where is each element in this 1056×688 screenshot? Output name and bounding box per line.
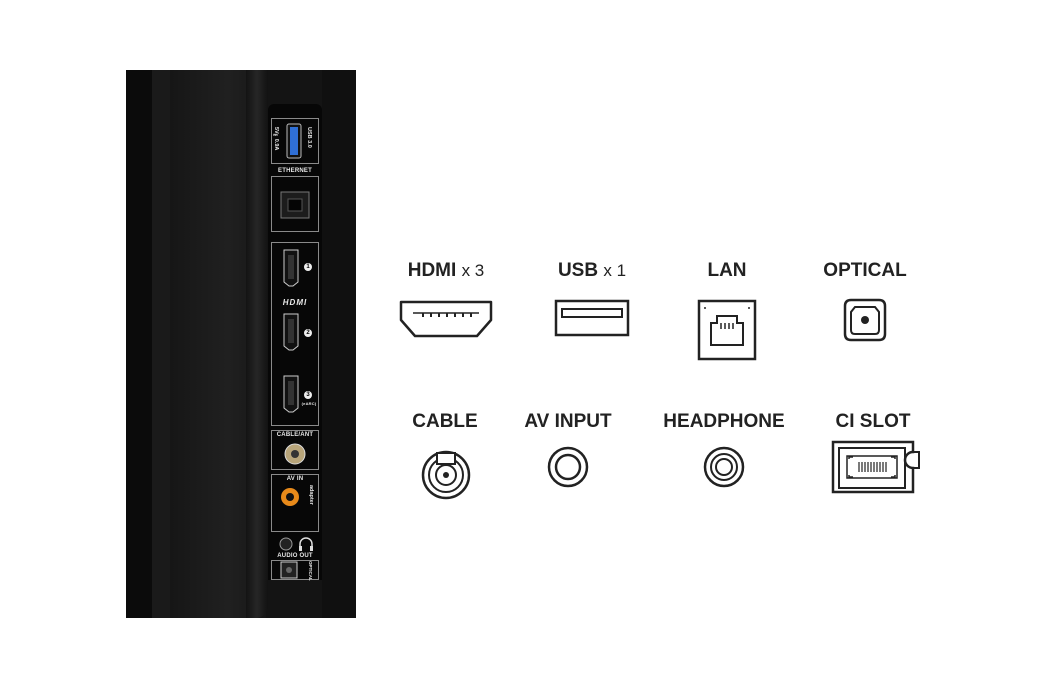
optical-label: OPTICAL — [308, 561, 313, 581]
legend-label-usb: USB x 1 — [557, 260, 627, 281]
lan-icon — [697, 299, 757, 361]
audio-out-label: AUDIO OUT — [277, 553, 313, 559]
hdmi-port-icon — [283, 375, 299, 413]
hdmi-ports-box: 1 HDMI 2 3 (eARC) — [271, 242, 319, 426]
optical-icon — [843, 298, 887, 342]
panel-edge — [322, 70, 356, 618]
usb-power-label: 5V⎓0.9A — [273, 127, 279, 151]
legend-label-optical: OPTICAL — [823, 260, 907, 281]
usb-version-label: USB 3.0 — [306, 127, 312, 148]
cable-ant-box: CABLE/ANT — [271, 430, 319, 470]
optical-port-box: OPTICAL — [271, 560, 319, 581]
panel-ridge — [246, 70, 268, 618]
headphone-jack-icon — [703, 446, 745, 488]
av-in-label: AV IN — [286, 476, 304, 482]
legend-label-ci-slot: CI SLOT — [835, 411, 911, 432]
adapter-label: adapter — [308, 485, 314, 505]
panel-shade — [152, 70, 170, 618]
av-input-icon — [547, 446, 589, 488]
ethernet-port-icon — [280, 191, 310, 219]
usb-port-icon — [286, 123, 302, 159]
coax-port-icon — [284, 443, 306, 465]
ethernet-label: ETHERNET — [278, 168, 312, 174]
usb-icon — [554, 299, 630, 337]
coax-icon — [421, 450, 471, 500]
hdmi-port-icon — [283, 249, 299, 287]
usb-port-box: 5V⎓0.9A USB 3.0 — [271, 118, 319, 164]
ethernet-port-box — [271, 176, 319, 232]
panel-shade — [126, 70, 152, 618]
legend-label-av-input: AV INPUT — [524, 411, 612, 432]
port-strip: 5V⎓0.9A USB 3.0 ETHERNET 1 HDMI 2 — [268, 104, 322, 581]
legend-label-cable: CABLE — [412, 411, 478, 432]
ci-slot-icon — [831, 440, 920, 494]
cable-ant-label: CABLE/ANT — [276, 432, 314, 438]
legend-label-headphone: HEADPHONE — [663, 411, 785, 432]
hdmi-logo: HDMI — [282, 298, 308, 307]
tv-back-panel: 5V⎓0.9A USB 3.0 ETHERNET 1 HDMI 2 — [126, 70, 356, 618]
hdmi-earc-label: (eARC) — [301, 401, 317, 406]
av-in-box: AV IN adapter — [271, 474, 319, 532]
hdmi-port-number: 1 — [304, 263, 312, 271]
optical-port-icon — [280, 561, 298, 579]
hdmi-port-icon — [283, 313, 299, 351]
hdmi-icon — [399, 300, 493, 338]
hdmi-port-number: 3 — [304, 391, 312, 399]
headphone-jack-icon — [279, 537, 313, 551]
av-in-port-icon — [281, 488, 299, 506]
legend-label-lan: LAN — [707, 260, 747, 281]
legend-label-hdmi: HDMI x 3 — [407, 260, 485, 281]
hdmi-port-number: 2 — [304, 329, 312, 337]
